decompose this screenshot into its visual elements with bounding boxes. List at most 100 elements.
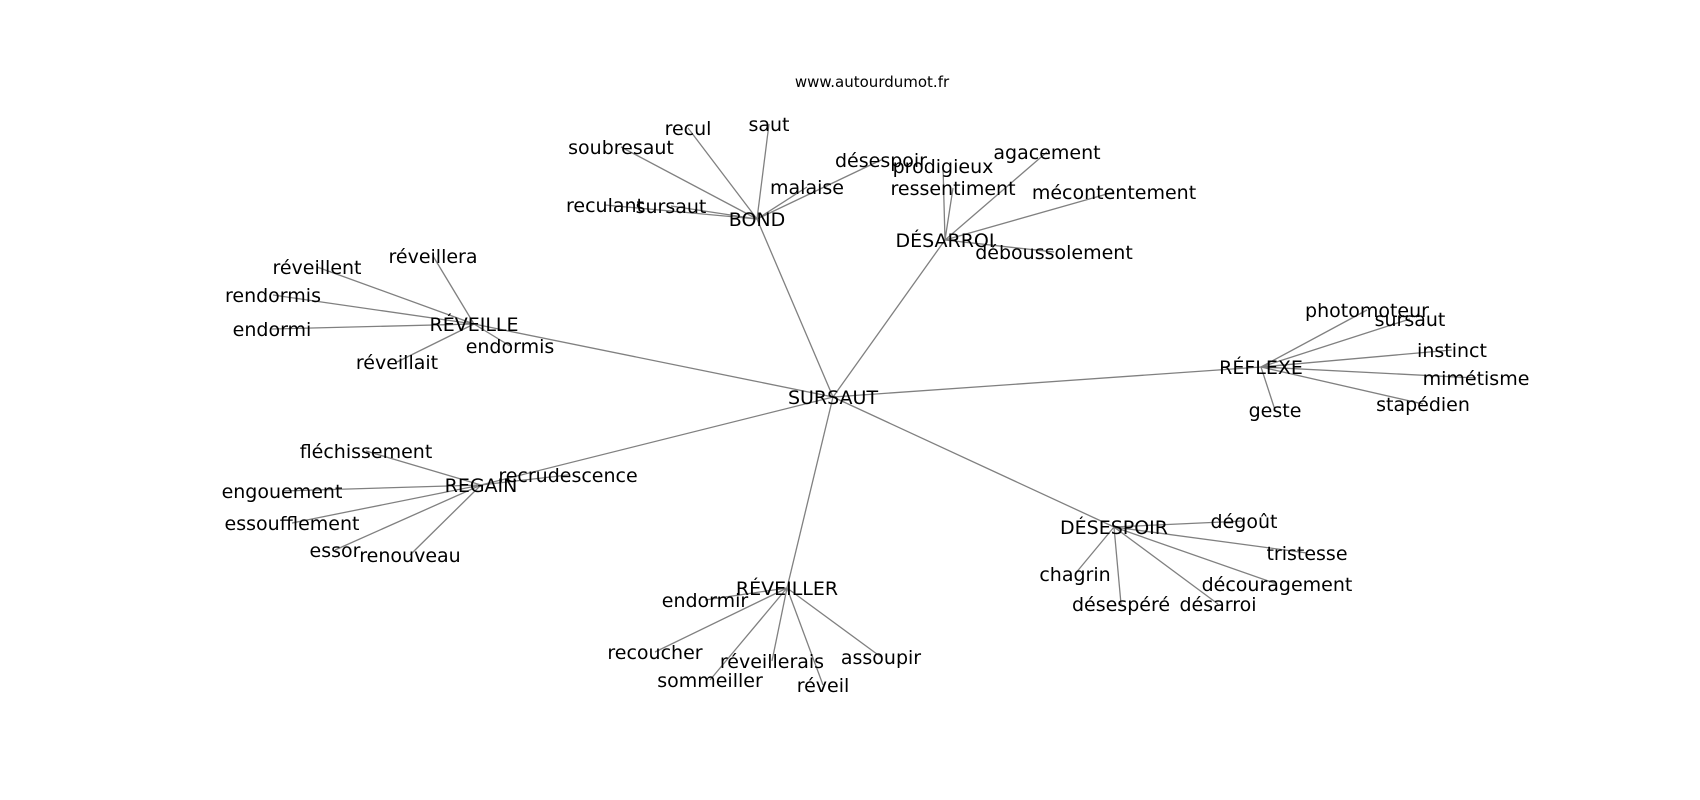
edge-center-desespoir bbox=[832, 396, 1115, 528]
edge-reveiller-reveiller_recoucher bbox=[654, 587, 788, 653]
edge-bond-bond_sursaut bbox=[670, 205, 758, 220]
edge-desespoir-desespoir_despere bbox=[1113, 526, 1122, 605]
edge-bond-bond_malaise bbox=[756, 186, 808, 220]
node-leaf-reveille_endormis: endormis bbox=[466, 336, 555, 358]
edge-reveille-reveille_reveillera bbox=[432, 255, 475, 325]
edge-desarroi-desarroi_ressentiment bbox=[944, 187, 954, 241]
node-leaf-regain_renouveau: renouveau bbox=[359, 545, 460, 567]
node-leaf-desespoir_decouragement: découragement bbox=[1202, 574, 1353, 596]
node-leaf-bond_desespoir: désespoir bbox=[835, 150, 927, 172]
node-leaf-reflexe_mimetisme: mimétisme bbox=[1423, 368, 1530, 390]
edge-reflexe-reflexe_geste bbox=[1260, 366, 1276, 411]
edge-desespoir-desespoir_decouragement bbox=[1113, 526, 1278, 585]
node-leaf-reveiller_reveillerais: réveillerais bbox=[720, 651, 824, 673]
edge-center-desarroi bbox=[832, 239, 946, 398]
node-leaf-reveille_reveillait: réveillait bbox=[356, 352, 438, 374]
node-leaf-desarroi_prodigieux: prodigieux bbox=[893, 156, 994, 178]
node-hub-desespoir: DÉSESPOIR bbox=[1060, 516, 1168, 539]
edge-reflexe-reflexe_mimetisme bbox=[1260, 366, 1477, 379]
node-hub-desarroi: DÉSARROI bbox=[895, 229, 994, 252]
edge-reveille-reveille_rendormis bbox=[272, 294, 475, 325]
node-leaf-regain_essoufflement: essoufflement bbox=[225, 513, 360, 535]
node-leaf-desarroi_mecontentement: mécontentement bbox=[1032, 182, 1196, 204]
node-leaf-reveille_rendormis: rendormis bbox=[225, 285, 321, 307]
node-leaf-regain_essor: essor bbox=[310, 540, 361, 562]
node-leaf-regain_flechissement: fléchissement bbox=[300, 441, 433, 463]
node-leaf-desarroi_agacement: agacement bbox=[993, 142, 1100, 164]
edge-center-reveille bbox=[473, 323, 834, 398]
edge-desespoir-desespoir_tristesse bbox=[1113, 526, 1308, 554]
node-leaf-reveiller_reveil: réveil bbox=[797, 675, 850, 697]
node-leaf-reflexe_stapedien: stapédien bbox=[1376, 394, 1470, 416]
edge-reflexe-reflexe_sursaut bbox=[1260, 318, 1411, 368]
node-leaf-reflexe_instinct: instinct bbox=[1417, 340, 1487, 362]
node-leaf-bond_recul: recul bbox=[665, 118, 712, 140]
edge-reveiller-reveiller_assoupir bbox=[786, 587, 882, 658]
edge-center-bond bbox=[756, 218, 834, 398]
labels-layer: SURSAUTBONDsautreculsoubresautreculantsu… bbox=[222, 114, 1530, 697]
edge-reveille-reveille_reveillent bbox=[316, 266, 475, 325]
edge-bond-bond_desespoir bbox=[756, 159, 882, 220]
node-leaf-reveiller_sommeiller: sommeiller bbox=[657, 670, 763, 692]
edge-regain-regain_engouement bbox=[281, 484, 482, 492]
node-leaf-regain_engouement: engouement bbox=[222, 481, 343, 503]
edge-desespoir-desespoir_desarroi bbox=[1113, 526, 1219, 605]
node-leaf-bond_saut: saut bbox=[748, 114, 789, 136]
edge-reveille-reveille_endormis bbox=[473, 323, 511, 347]
edge-regain-regain_renouveau bbox=[409, 484, 482, 556]
node-leaf-bond_soubresaut: soubresaut bbox=[568, 137, 674, 159]
node-leaf-desespoir_degout: dégoût bbox=[1211, 511, 1278, 533]
edge-reflexe-reflexe_instinct bbox=[1260, 349, 1453, 368]
edge-desarroi-desarroi_deboussolement bbox=[944, 239, 1055, 253]
node-leaf-reveiller_endormir: endormir bbox=[662, 590, 749, 612]
edge-bond-bond_recul bbox=[687, 127, 758, 220]
edge-desespoir-desespoir_degout bbox=[1113, 520, 1245, 528]
edge-desarroi-desarroi_agacement bbox=[944, 151, 1048, 241]
node-hub-reveille: RÉVEILLE bbox=[430, 313, 519, 336]
node-leaf-reveiller_recoucher: recoucher bbox=[607, 642, 702, 664]
edge-center-reveiller bbox=[786, 396, 834, 589]
edge-bond-bond_soubresaut bbox=[620, 146, 758, 220]
node-leaf-reveille_reveillera: réveillera bbox=[389, 246, 478, 268]
edge-reflexe-reflexe_stapedien bbox=[1260, 366, 1424, 405]
node-leaf-reflexe_geste: geste bbox=[1249, 400, 1302, 422]
edge-desarroi-desarroi_mecontentement bbox=[944, 191, 1115, 241]
site-label: www.autourdumot.fr bbox=[795, 73, 950, 91]
edge-bond-bond_reculant bbox=[604, 204, 758, 220]
edge-desespoir-desespoir_chagrin bbox=[1074, 526, 1115, 575]
edge-reveiller-reveiller_endormir bbox=[704, 587, 788, 601]
node-leaf-desespoir_despere: désespéré bbox=[1072, 594, 1170, 616]
node-leaf-desarroi_ressentiment: ressentiment bbox=[890, 178, 1015, 200]
edge-reveiller-reveiller_sommeiller bbox=[709, 587, 788, 681]
edge-bond-bond_saut bbox=[756, 123, 770, 220]
node-hub-reveiller: RÉVEILLER bbox=[736, 577, 838, 600]
node-center-sursaut: SURSAUT bbox=[788, 387, 878, 409]
node-leaf-desarroi_deboussolement: déboussolement bbox=[975, 242, 1133, 264]
node-leaf-desespoir_chagrin: chagrin bbox=[1039, 564, 1110, 586]
node-hub-reflexe: RÉFLEXE bbox=[1219, 356, 1303, 379]
node-hub-regain: REGAIN bbox=[445, 475, 518, 497]
edges-layer bbox=[271, 123, 1477, 686]
node-leaf-reveiller_assoupir: assoupir bbox=[841, 647, 921, 669]
edge-reveiller-reveiller_reveillerais bbox=[771, 587, 788, 662]
node-hub-bond: BOND bbox=[729, 209, 786, 231]
edge-regain-regain_flechissement bbox=[365, 450, 482, 486]
edge-center-reflexe bbox=[832, 366, 1262, 398]
edge-regain-regain_recrudescence bbox=[480, 474, 569, 486]
edge-reflexe-reflexe_photomoteur bbox=[1260, 309, 1368, 368]
node-leaf-bond_malaise: malaise bbox=[770, 177, 844, 199]
edge-regain-regain_essoufflement bbox=[291, 484, 482, 524]
node-leaf-desespoir_tristesse: tristesse bbox=[1266, 543, 1347, 565]
node-leaf-reveille_reveillent: réveillent bbox=[272, 257, 361, 279]
node-leaf-regain_recrudescence: recrudescence bbox=[498, 465, 637, 487]
node-leaf-reflexe_photomoteur: photomoteur bbox=[1305, 300, 1429, 322]
edge-reveille-reveille_reveillait bbox=[396, 323, 475, 363]
edge-reveiller-reveiller_reveil bbox=[786, 587, 824, 686]
edge-desarroi-desarroi_prodigieux bbox=[942, 165, 946, 241]
node-leaf-bond_sursaut: sursaut bbox=[636, 196, 707, 218]
node-leaf-bond_reculant: reculant bbox=[566, 195, 644, 217]
node-leaf-desespoir_desarroi: désarroi bbox=[1179, 594, 1256, 616]
node-leaf-reveille_endormi: endormi bbox=[233, 319, 312, 341]
node-leaf-reflexe_sursaut: sursaut bbox=[1375, 309, 1446, 331]
